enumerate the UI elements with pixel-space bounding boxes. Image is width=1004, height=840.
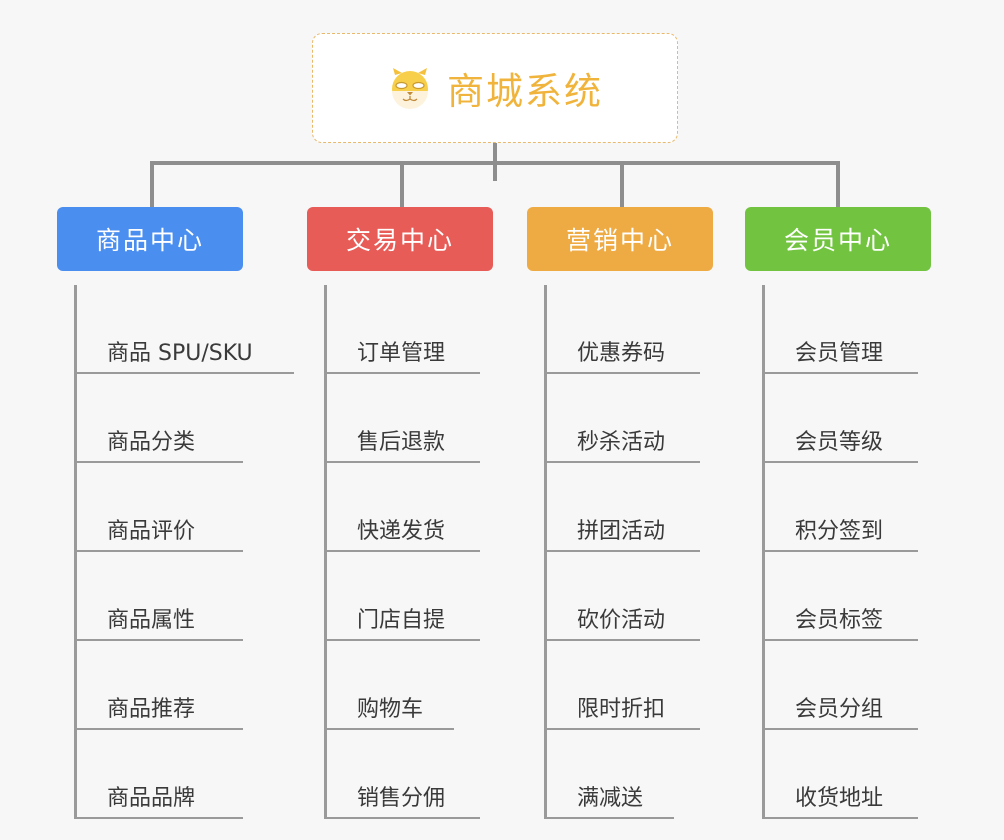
leaf-label: 订单管理 [357,341,446,366]
leaf-list-member: 会员管理 会员等级 积分签到 会员标签 会员分组 收货地址 [762,285,955,819]
leaf-label: 拼团活动 [577,519,666,544]
leaf-label: 商品属性 [107,608,196,633]
leaf-underline [327,461,480,463]
leaf-underline [77,639,243,641]
list-item[interactable]: 商品推荐 [77,641,307,730]
leaf-label: 会员管理 [795,341,884,366]
leaf-underline [765,372,918,374]
leaf-label: 销售分佣 [357,786,446,811]
leaf-underline [327,728,454,730]
root-node[interactable]: 商城系统 [312,33,678,143]
leaf-label: 商品 SPU/SKU [107,341,253,366]
category-column-member: 会员中心 会员管理 会员等级 积分签到 会员标签 会员分组 [745,207,955,819]
leaf-label: 收货地址 [795,786,884,811]
leaf-underline [765,817,918,819]
connector-horizontal-bus [150,161,840,165]
leaf-underline [327,639,480,641]
leaf-underline [547,639,700,641]
list-item[interactable]: 销售分佣 [327,730,527,819]
leaf-label: 优惠券码 [577,341,666,366]
leaf-underline [547,728,700,730]
category-header-trade[interactable]: 交易中心 [307,207,493,271]
leaf-label: 会员标签 [795,608,884,633]
leaf-underline [327,550,480,552]
list-item[interactable]: 订单管理 [327,285,527,374]
category-header-marketing[interactable]: 营销中心 [527,207,713,271]
leaf-list-product: 商品 SPU/SKU 商品分类 商品评价 商品属性 商品推荐 商品品牌 [74,285,307,819]
leaf-underline [547,550,700,552]
leaf-label: 售后退款 [357,430,446,455]
list-item[interactable]: 满减送 [547,730,737,819]
leaf-underline [327,817,480,819]
list-item[interactable]: 会员标签 [765,552,955,641]
root-title: 商城系统 [447,70,603,113]
category-header-product[interactable]: 商品中心 [57,207,243,271]
list-item[interactable]: 会员管理 [765,285,955,374]
leaf-underline [765,728,918,730]
leaf-underline [327,372,480,374]
list-item[interactable]: 限时折扣 [547,641,737,730]
list-item[interactable]: 积分签到 [765,463,955,552]
connector-drop-1 [400,161,404,207]
category-header-label: 交易中心 [345,226,454,255]
category-header-label: 营销中心 [565,226,674,255]
list-item[interactable]: 收货地址 [765,730,955,819]
list-item[interactable]: 会员分组 [765,641,955,730]
leaf-label: 砍价活动 [577,608,666,633]
leaf-underline [765,550,918,552]
list-item[interactable]: 商品 SPU/SKU [77,285,307,374]
leaf-label: 快递发货 [357,519,446,544]
leaf-label: 商品评价 [107,519,196,544]
category-column-trade: 交易中心 订单管理 售后退款 快递发货 门店自提 购物车 [307,207,527,819]
list-item[interactable]: 会员等级 [765,374,955,463]
leaf-label: 满减送 [577,786,644,811]
list-item[interactable]: 拼团活动 [547,463,737,552]
leaf-underline [765,461,918,463]
leaf-label: 限时折扣 [577,697,666,722]
leaf-underline [77,372,294,374]
leaf-underline [765,639,918,641]
leaf-underline [547,461,700,463]
list-item[interactable]: 售后退款 [327,374,527,463]
leaf-underline [77,550,243,552]
leaf-label: 购物车 [357,697,424,722]
list-item[interactable]: 优惠券码 [547,285,737,374]
leaf-label: 会员等级 [795,430,884,455]
category-column-marketing: 营销中心 优惠券码 秒杀活动 拼团活动 砍价活动 限时折扣 [527,207,737,819]
leaf-label: 积分签到 [795,519,884,544]
category-header-label: 会员中心 [783,226,892,255]
list-item[interactable]: 商品分类 [77,374,307,463]
leaf-label: 商品品牌 [107,786,196,811]
leaf-underline [77,817,243,819]
leaf-underline [77,728,243,730]
list-item[interactable]: 商品属性 [77,552,307,641]
connector-drop-3 [836,161,840,207]
leaf-label: 会员分组 [795,697,884,722]
leaf-underline [547,372,700,374]
connector-drop-0 [150,161,154,207]
category-column-product: 商品中心 商品 SPU/SKU 商品分类 商品评价 商品属性 商品推荐 [57,207,307,819]
list-item[interactable]: 砍价活动 [547,552,737,641]
leaf-label: 门店自提 [357,608,446,633]
category-header-label: 商品中心 [95,226,204,255]
list-item[interactable]: 快递发货 [327,463,527,552]
list-item[interactable]: 门店自提 [327,552,527,641]
leaf-underline [77,461,243,463]
leaf-underline [547,817,674,819]
leaf-list-trade: 订单管理 售后退款 快递发货 门店自提 购物车 销售分佣 [324,285,527,819]
list-item[interactable]: 商品评价 [77,463,307,552]
leaf-label: 商品推荐 [107,697,196,722]
leaf-label: 秒杀活动 [577,430,666,455]
connector-drop-2 [620,161,624,207]
list-item[interactable]: 秒杀活动 [547,374,737,463]
leaf-list-marketing: 优惠券码 秒杀活动 拼团活动 砍价活动 限时折扣 满减送 [544,285,737,819]
category-header-member[interactable]: 会员中心 [745,207,931,271]
list-item[interactable]: 商品品牌 [77,730,307,819]
list-item[interactable]: 购物车 [327,641,527,730]
leaf-label: 商品分类 [107,430,196,455]
shiba-dog-face-icon [387,65,433,111]
